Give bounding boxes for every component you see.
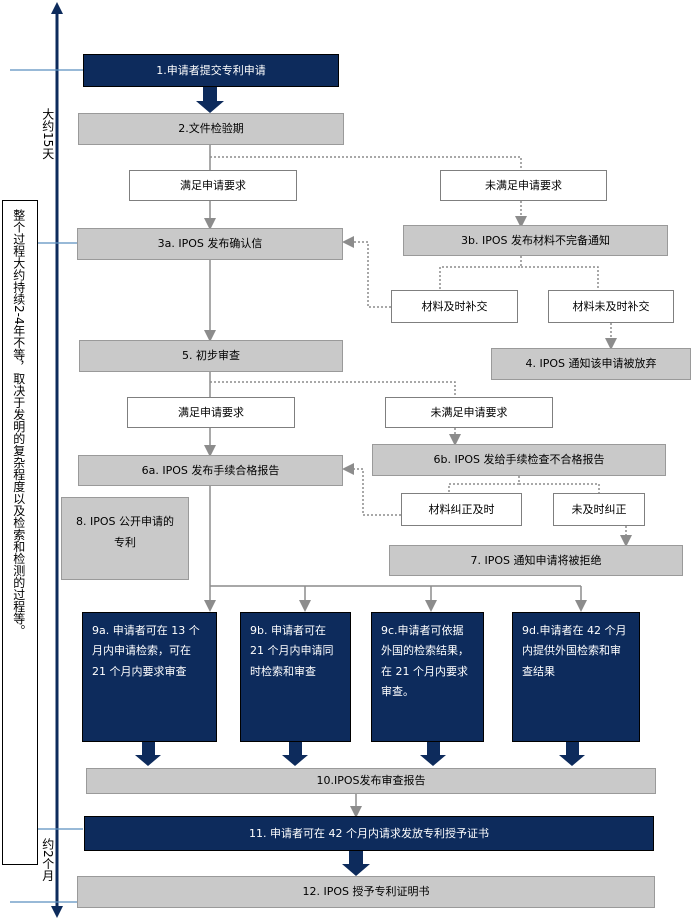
step-11-request-grant-certificate: 11. 申请者可在 42 个月内请求发放专利授予证书 (84, 816, 654, 851)
step-9d-foreign-search-exam-results: 9d.申请者在 42 个月内提供外国检索和审查结果 (512, 612, 640, 742)
label-approx-2-months: 约2个月 (40, 838, 55, 882)
step-9c-foreign-search-results: 9c.申请者可依据外国的检索结果，在 21 个月内要求审查。 (371, 612, 484, 742)
step-10-examination-report: 10.IPOS发布审查报告 (86, 768, 656, 794)
materials-supplied-on-time: 材料及时补交 (391, 290, 518, 323)
corrected-on-time: 材料纠正及时 (401, 493, 522, 526)
step-6a-formalities-compliant-report: 6a. IPOS 发布手续合格报告 (78, 455, 343, 486)
arrow-9a-to-10 (135, 742, 161, 766)
timeline-arrow-bottom (51, 906, 63, 918)
step-4-application-abandoned: 4. IPOS 通知该申请被放弃 (491, 348, 691, 380)
arrow-1-to-2 (196, 87, 224, 113)
step-9a-search-and-examination: 9a. 申请者可在 13 个月内申请检索，可在 21 个月内要求审查 (82, 612, 217, 742)
step-7-application-rejection-notice: 7. IPOS 通知申请将被拒绝 (389, 545, 683, 576)
step-8-publish-application: 8. IPOS 公开申请的专利 (61, 497, 189, 580)
arrow-9d-to-10 (559, 742, 585, 766)
timeline-arrow-top (51, 2, 63, 14)
step-6b-formalities-noncompliant-report: 6b. IPOS 发给手续检查不合格报告 (372, 444, 666, 476)
step-2-document-check: 2.文件检验期 (78, 113, 344, 145)
overall-duration-text: 整个过程大约持续2-4年不等，取决于发明的复杂程度以及检索和检测的过程等。 (11, 209, 26, 637)
step-3b-incomplete-notice: 3b. IPOS 发布材料不完备通知 (403, 225, 668, 256)
arrow-9b-to-10 (282, 742, 308, 766)
meets-requirements-2: 满足申请要求 (127, 397, 295, 428)
not-meets-requirements-1: 未满足申请要求 (440, 170, 607, 201)
meets-requirements-1: 满足申请要求 (129, 170, 297, 201)
step-9b-combined-search-examination: 9b. 申请者可在 21 个月内申请同时检索和审查 (240, 612, 351, 742)
materials-not-supplied-on-time: 材料未及时补交 (548, 290, 674, 323)
arrow-9c-to-10 (420, 742, 446, 766)
step-12-grant-certificate: 12. IPOS 授予专利证明书 (77, 876, 655, 908)
not-corrected-on-time: 未及时纠正 (553, 493, 645, 526)
step-3a-confirmation-letter: 3a. IPOS 发布确认信 (77, 228, 343, 260)
overall-duration-note: 整个过程大约持续2-4年不等，取决于发明的复杂程度以及检索和检测的过程等。 (2, 200, 38, 865)
step-5-preliminary-examination: 5. 初步审查 (79, 340, 343, 372)
not-meets-requirements-2: 未满足申请要求 (385, 397, 553, 428)
arrow-11-to-12 (342, 851, 370, 876)
label-approx-15-days: 大约15天 (40, 108, 55, 160)
step-1-submit-application: 1.申请者提交专利申请 (83, 54, 339, 87)
